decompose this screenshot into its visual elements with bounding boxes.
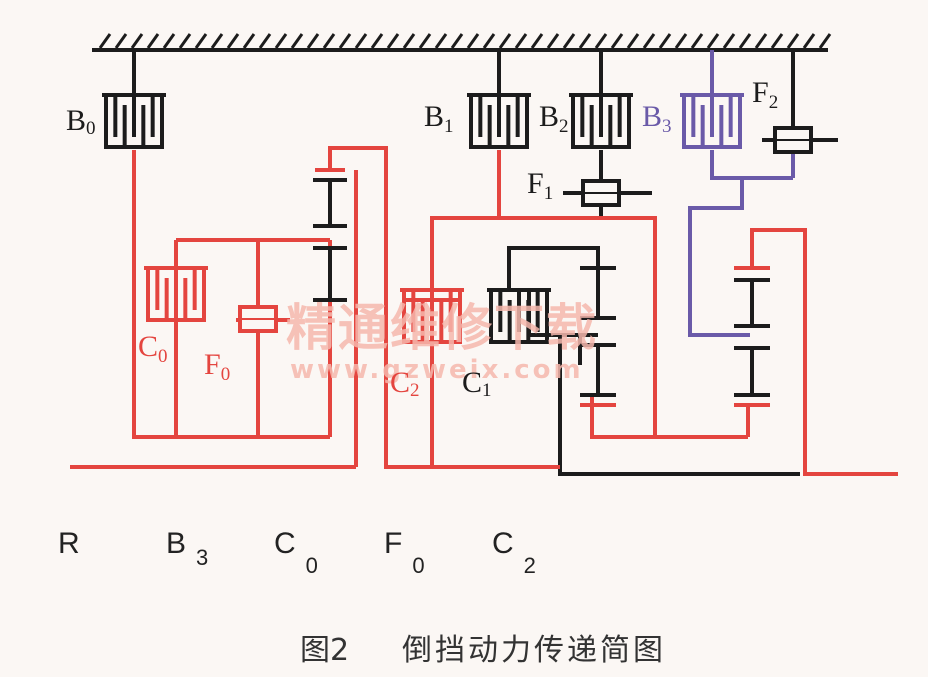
engaged-r: R: [58, 527, 80, 560]
engaged-f0: F0: [384, 527, 425, 578]
engaged-c0: C0: [274, 527, 318, 578]
label-b1: B1: [424, 100, 454, 137]
label-f1: F1: [527, 167, 553, 204]
label-c2: C2: [390, 366, 420, 401]
label-b0: B0: [66, 104, 96, 139]
inactive-linkages: [132, 50, 800, 476]
b3-brake-pack: [680, 93, 744, 149]
label-c0: C0: [138, 330, 168, 367]
c0-clutch-pack: [144, 266, 208, 322]
one-way-clutches: [238, 126, 838, 333]
watermark: 精通维修下载 www.gzweix.com: [286, 299, 598, 385]
b2-brake-pack: [569, 93, 633, 149]
label-b3: B3: [642, 100, 672, 137]
label-f2: F2: [752, 76, 778, 113]
watermark-url: www.gzweix.com: [290, 355, 584, 385]
planetary-gears: [313, 168, 770, 407]
c2-clutch-pack: [400, 288, 464, 344]
housing-ground: [92, 33, 832, 52]
label-c1: C1: [462, 366, 492, 401]
b3-linkage: [688, 50, 795, 337]
clutch-brake-packs: [102, 93, 744, 344]
c1-clutch-pack: [487, 288, 551, 344]
watermark-cn: 精通维修下载: [286, 299, 598, 357]
label-f0: F0: [204, 348, 230, 385]
label-b2: B2: [539, 100, 569, 137]
b0-brake-pack: [102, 93, 166, 149]
caption-figure-number: 图2: [300, 633, 349, 668]
figure-caption: 图2 倒挡动力传递简图: [300, 633, 666, 668]
caption-title: 倒挡动力传递简图: [402, 633, 666, 668]
engaged-c2: C2: [492, 527, 536, 578]
b1-brake-pack: [467, 93, 531, 149]
component-labels: B0 B1 B2 B3 F2 F1 C0 F0 C2 C1: [66, 76, 778, 401]
active-power-paths: [70, 146, 898, 476]
